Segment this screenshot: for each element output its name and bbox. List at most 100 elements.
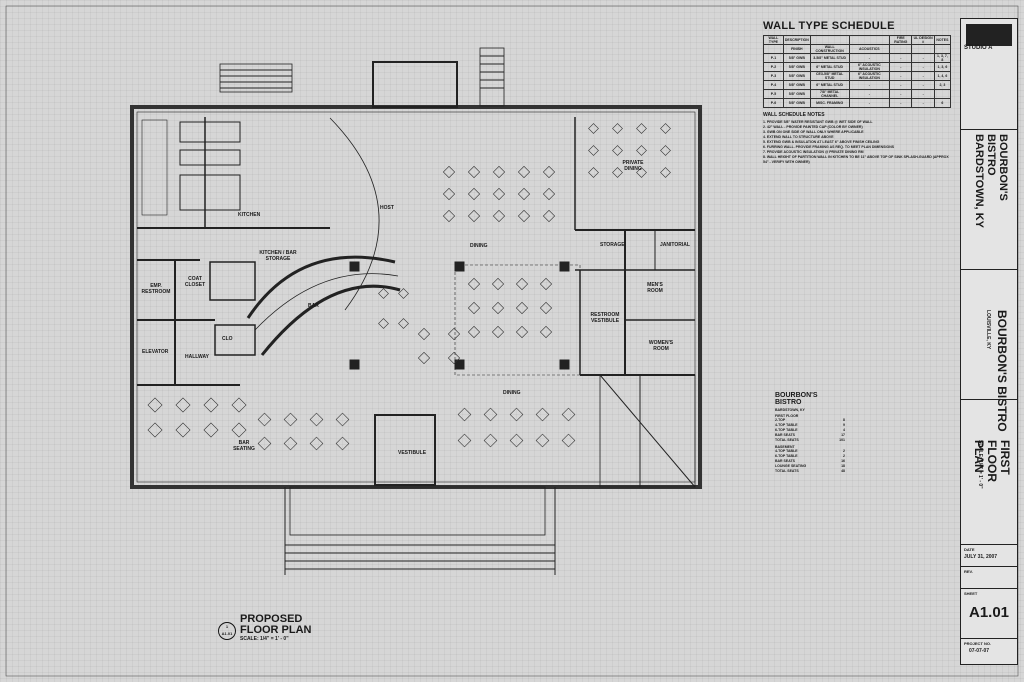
- wall-schedule-header-cell: [809, 35, 850, 45]
- seating-total-value: 101: [839, 438, 845, 442]
- table-icon: [509, 433, 524, 448]
- room-label-restroom-vestibule: RESTROOM VESTIBULE: [590, 312, 620, 324]
- table-icon: [492, 187, 506, 201]
- table-icon: [335, 436, 350, 451]
- wall-schedule-cell: CE3-5/8" METAL STUD: [809, 71, 850, 81]
- table-icon: [257, 436, 272, 451]
- tb-owner-city: LOUISVILLE, KY: [985, 310, 991, 350]
- table-icon: [515, 277, 529, 291]
- wall-schedule-note: 2. 42" WALL - PROVIDE PAINTED CAP (COLOR…: [763, 125, 863, 129]
- wall-schedule-header-cell: WALL TYPE: [763, 35, 784, 45]
- wall-schedule-note: 5. EXTEND GWB & INSULATION AT LEAST 6" A…: [763, 140, 880, 144]
- tb-rev-cell: REV.: [961, 566, 1017, 589]
- plan-title: PROPOSED FLOOR PLAN SCALE: 1/4" = 1' - 0…: [240, 613, 312, 643]
- wall-schedule-cell: 7/8" METAL CHANNEL: [809, 89, 850, 99]
- table-icon: [588, 167, 599, 178]
- table-icon: [467, 301, 481, 315]
- wall-schedule-cell: -: [848, 98, 891, 108]
- room-label-emp-restroom: EMP. RESTROOM: [141, 283, 171, 295]
- table-icon: [447, 351, 461, 365]
- badge-number: 1: [225, 624, 229, 629]
- table-icon: [542, 165, 556, 179]
- tb-project-name: BOURBON'S BISTRO BARDSTOWN, KY: [973, 134, 1009, 228]
- wall-schedule-cell: 1, 3, 6: [933, 62, 952, 72]
- wall-schedule-cell: -: [889, 71, 913, 81]
- firm-logo: [966, 24, 1012, 46]
- wall-schedule-subheader-cell: ACOUSTICS: [848, 44, 891, 54]
- wall-schedule-cell: -: [848, 89, 891, 99]
- wall-schedule-note: 3. GWB ON ONE SIDE OF WALL ONLY WHERE AP…: [763, 130, 864, 134]
- wall-schedule-cell: P-4: [763, 80, 784, 90]
- wall-schedule-notes-title: WALL SCHEDULE NOTES: [763, 112, 825, 118]
- wall-schedule-cell: MISC. FRAMING: [809, 98, 850, 108]
- wall-schedule-cell: -: [889, 98, 913, 108]
- wall-schedule-cell: -: [911, 80, 935, 90]
- wall-schedule-cell: [933, 89, 952, 99]
- tb-sheet-title-cell: FIRST FLOOR PLAN SCALE: 1/4" = 1' - 0": [961, 399, 1017, 545]
- table-icon: [612, 167, 623, 178]
- wall-schedule-cell: 1, 4, 6: [933, 71, 952, 81]
- wall-schedule-cell: 6" METAL STUD: [809, 62, 850, 72]
- room-label-vestibule: VESTIBULE: [398, 450, 427, 456]
- firm-name: STUDIO A: [964, 45, 993, 51]
- wall-schedule-cell: 5/8" GWB: [782, 62, 811, 72]
- table-icon: [231, 397, 247, 413]
- room-label-kitchen: KITCHEN: [238, 212, 261, 218]
- wall-schedule-cell: 5/8" GWB: [782, 80, 811, 90]
- seating-summary: BOURBON'S BISTRO BARDSTOWN, KY FIRST FLO…: [775, 392, 845, 474]
- room-label-storage: STORAGE: [600, 242, 625, 248]
- wall-schedule-cell: P-1: [763, 53, 784, 63]
- wall-schedule-cell: 2, 3: [933, 80, 952, 90]
- table-icon: [509, 407, 524, 422]
- table-icon: [203, 397, 219, 413]
- table-icon: [491, 325, 505, 339]
- room-label-janitorial: JANITORIAL: [660, 242, 690, 248]
- room-label-elevator: ELEVATOR: [142, 349, 169, 355]
- table-icon: [539, 325, 553, 339]
- table-icon: [542, 209, 556, 223]
- wall-schedule-cell: -: [848, 53, 891, 63]
- table-icon: [467, 209, 481, 223]
- table-icon: [612, 145, 623, 156]
- room-label-coat-closet: COAT CLOSET: [184, 276, 206, 288]
- wall-schedule-cell: 5/8" GWB: [782, 53, 811, 63]
- tb-rev-label: REV.: [964, 569, 973, 574]
- room-label-bar: BAR: [308, 303, 319, 309]
- plan-title-line1: PROPOSED: [240, 613, 303, 625]
- seating-type: LOUNGE SEATING: [775, 464, 807, 468]
- room-label-dining-center: DINING: [470, 243, 488, 249]
- wall-schedule-cell: -: [911, 62, 935, 72]
- table-icon: [588, 145, 599, 156]
- table-icon: [309, 412, 324, 427]
- table-icon: [175, 397, 191, 413]
- wall-schedule-cell: 1, 3, 7, 8: [933, 53, 952, 63]
- table-icon: [636, 123, 647, 134]
- seating-type: 6-TOP TABLE: [775, 428, 798, 432]
- wall-schedule-cell: -: [889, 80, 913, 90]
- seating-total-label: TOTAL SEATS: [775, 469, 799, 473]
- table-icon: [398, 288, 409, 299]
- seating-type: 2-TOP: [775, 418, 786, 422]
- table-icon: [378, 288, 389, 299]
- table-icon: [660, 145, 671, 156]
- seating-total-first: TOTAL SEATS 101: [775, 438, 845, 443]
- table-icon: [483, 407, 498, 422]
- wall-schedule-note: 7. PROVIDE ACOUSTIC INSULATION @ PRIVATE…: [763, 150, 864, 154]
- wall-schedule-cell: 6" METAL STUD: [809, 80, 850, 90]
- wall-schedule-note: 1. PROVIDE 5/8" WATER RESISTANT GWB @ WE…: [763, 120, 873, 124]
- table-icon: [517, 165, 531, 179]
- wall-schedule-cell: 6: [933, 98, 952, 108]
- seating-title: BOURBON'S BISTRO: [775, 392, 818, 406]
